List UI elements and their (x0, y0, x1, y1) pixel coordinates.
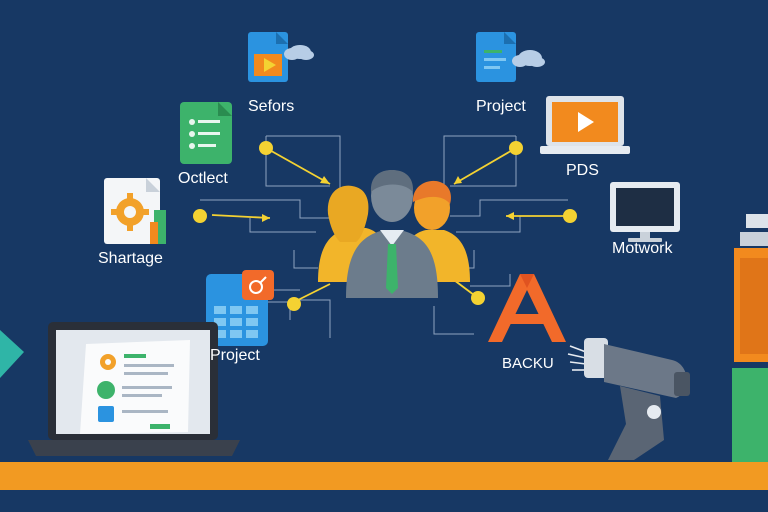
label-octlect: Octlect (178, 170, 228, 187)
connector-dots (193, 141, 577, 311)
label-pds: PDS (566, 162, 599, 179)
connector-dot (287, 297, 301, 311)
label-backu: BACKU (502, 355, 554, 372)
connector-dot (259, 141, 273, 155)
team-people-icon (318, 170, 470, 298)
barcode-scanner-icon (567, 338, 690, 460)
connector-dot (509, 141, 523, 155)
arrow-heads (262, 176, 514, 222)
label-project-bottom: Project (210, 347, 260, 364)
calculator-icon (206, 270, 274, 346)
document-cloud-icon (476, 32, 545, 82)
connector-dot (193, 209, 207, 223)
label-project-top: Project (476, 98, 526, 115)
list-document-icon (180, 102, 232, 164)
connector-dot (471, 291, 485, 305)
laptop-play-icon (540, 96, 630, 154)
gear-document-icon (104, 178, 166, 244)
video-file-cloud-icon (248, 32, 314, 82)
pillar-shape (732, 214, 768, 462)
arrow-links (211, 147, 568, 303)
label-motwork: Motwork (612, 240, 673, 257)
letter-a-icon (488, 274, 566, 342)
teal-arrow-shape (0, 330, 24, 378)
label-shartage: Shartage (98, 250, 163, 267)
connector-dot (563, 209, 577, 223)
floor-bar (0, 462, 768, 490)
label-sefors: Sefors (248, 98, 295, 115)
monitor-icon (610, 182, 680, 242)
floor-shadow (0, 490, 768, 512)
laptop-document-icon (28, 322, 240, 456)
